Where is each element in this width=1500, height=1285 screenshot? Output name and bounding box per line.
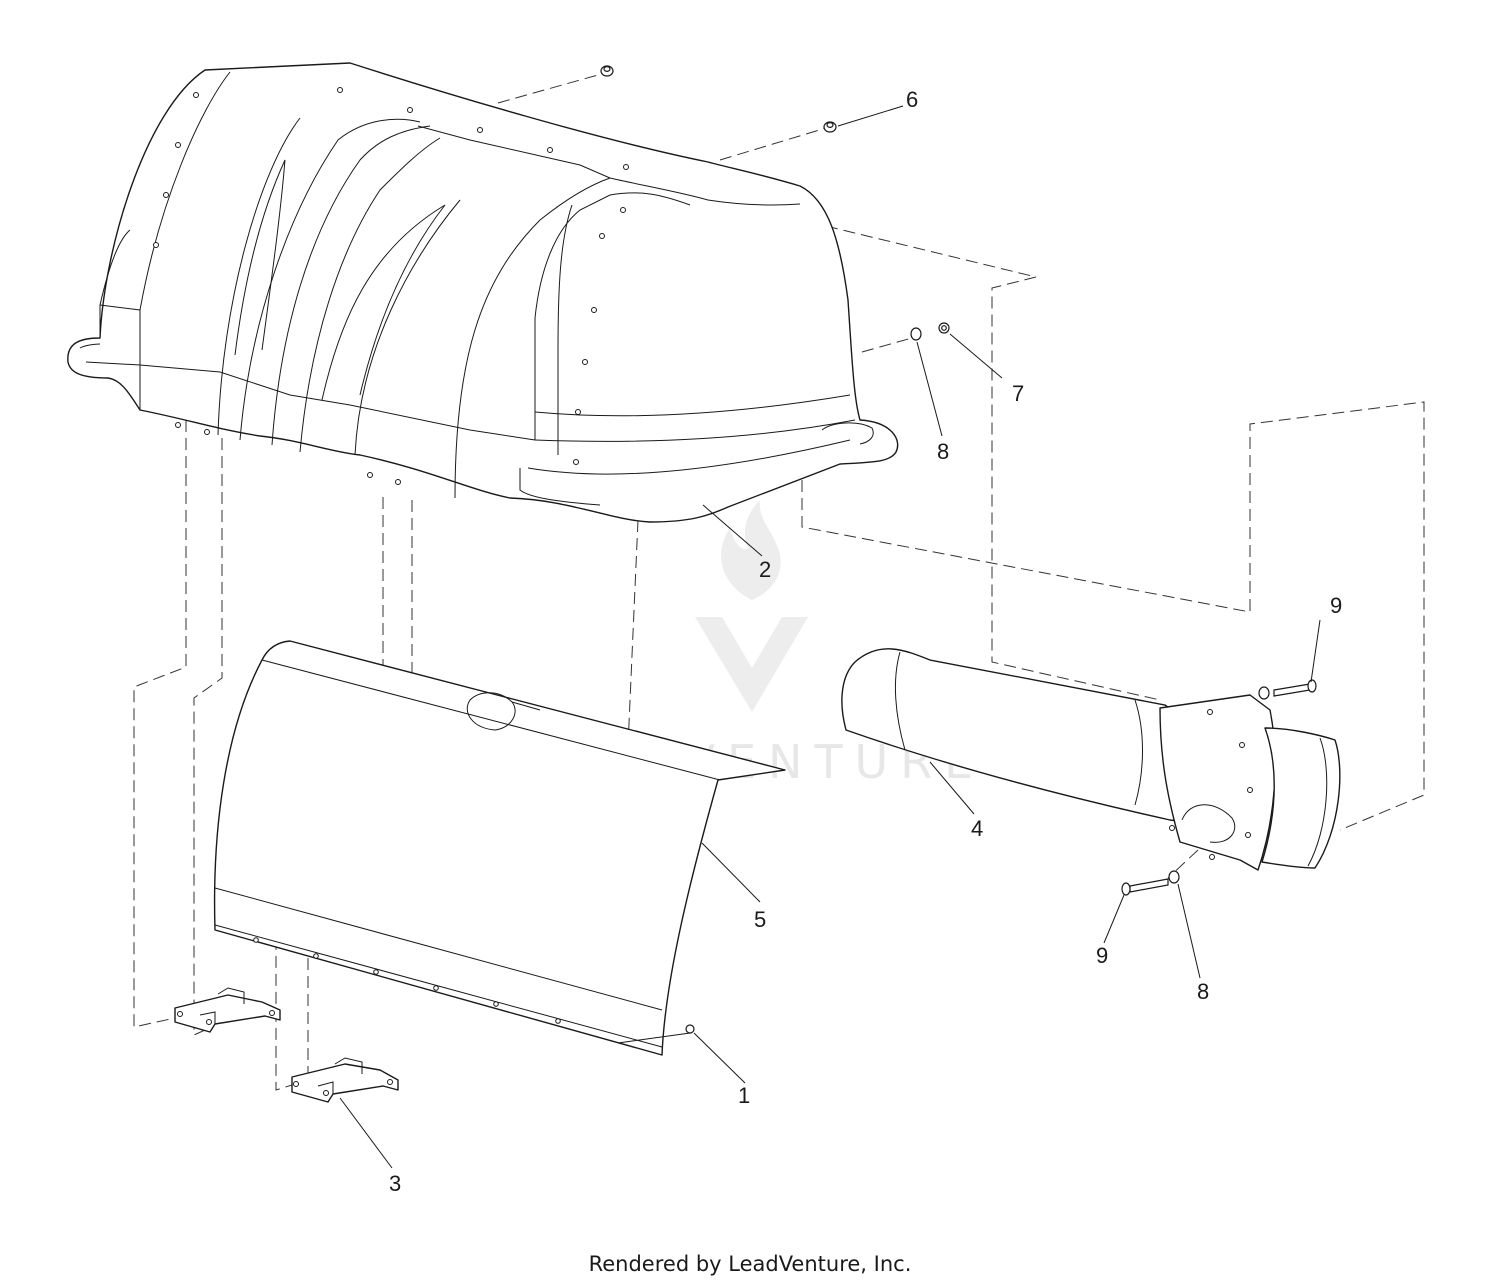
- callout-leaders: [339, 105, 1321, 1169]
- callout-9-lower: 9: [1096, 943, 1108, 968]
- callout-2: 2: [759, 557, 771, 582]
- washer-part-8-lower: [1168, 870, 1180, 884]
- callout-7: 7: [1012, 381, 1024, 406]
- callout-8-lower: 8: [1197, 979, 1209, 1004]
- callout-5: 5: [754, 907, 766, 932]
- flange-nut-part-6-top: [600, 65, 614, 77]
- hood-mounting-holes: [153, 87, 629, 485]
- v-logo-icon: [695, 617, 808, 712]
- hardware: [600, 65, 1317, 1034]
- callout-1: 1: [738, 1083, 750, 1108]
- hood-housing-part-2: [67, 62, 899, 523]
- bolt-part-9-upper: [1273, 679, 1317, 697]
- rendered-by-footer: Rendered by LeadVenture, Inc.: [588, 1252, 912, 1276]
- callout-3: 3: [389, 1171, 401, 1196]
- bolt-part-9-lower: [1121, 878, 1169, 896]
- callout-labels: 6 7 8 2 9 4 5 9 8 1 3: [389, 87, 1342, 1196]
- tube-flange-bolts: [1169, 709, 1253, 860]
- bracket-part-3-upper: [174, 987, 281, 1033]
- callout-8-upper: 8: [937, 439, 949, 464]
- nut-part-7: [938, 322, 950, 334]
- washer-part-8-upper: [910, 327, 922, 341]
- washer-part-8-right: [1258, 686, 1270, 700]
- shield-rivets: [253, 937, 561, 1024]
- discharge-tube-part-4: [841, 648, 1341, 871]
- deflector-shield-part-5: [213, 640, 786, 1056]
- bracket-part-3-lower: [291, 1057, 399, 1103]
- callout-4: 4: [971, 816, 983, 841]
- rivet-part-1: [685, 1024, 695, 1034]
- callout-6: 6: [906, 87, 918, 112]
- flange-nut-part-6: [823, 121, 837, 133]
- flame-logo-icon: [721, 500, 781, 600]
- assembly-alignment-lines: [133, 72, 1425, 1099]
- callout-9-upper: 9: [1330, 593, 1342, 618]
